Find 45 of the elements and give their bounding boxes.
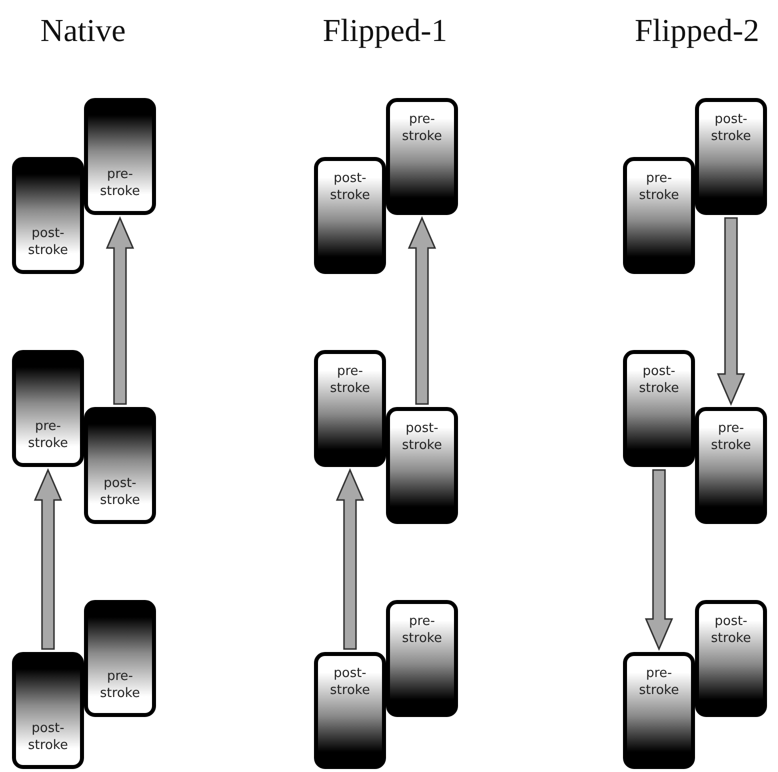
gradient-box (695, 407, 767, 524)
block-arrow (336, 468, 364, 650)
box-label: pre- stroke (329, 364, 371, 398)
gradient-box (386, 600, 458, 717)
box-label: pre- stroke (401, 112, 443, 146)
box-label: post- stroke (638, 364, 680, 398)
gradient-box (695, 98, 767, 215)
gradient-box (623, 652, 695, 769)
column-title: Native (39, 12, 127, 49)
box-label: post- stroke (401, 421, 443, 455)
box-label: pre- stroke (99, 167, 141, 201)
gradient-box (12, 350, 84, 467)
box-label: pre- stroke (638, 171, 680, 205)
box-label: post- stroke (99, 476, 141, 510)
block-arrow (106, 216, 134, 405)
gradient-box (695, 600, 767, 717)
gradient-box (623, 157, 695, 274)
gradient-box (386, 407, 458, 524)
box-label: post- stroke (329, 666, 371, 700)
block-arrow (716, 217, 746, 406)
gradient-box (314, 350, 386, 467)
block-arrow (408, 216, 436, 405)
box-label: pre- stroke (99, 669, 141, 703)
box-label: post- stroke (27, 226, 69, 260)
gradient-box (84, 600, 156, 717)
box-label: pre- stroke (27, 419, 69, 453)
gradient-box (314, 157, 386, 274)
box-label: pre- stroke (638, 666, 680, 700)
box-label: post- stroke (27, 721, 69, 755)
box-label: post- stroke (710, 614, 752, 648)
column-title: Flipped-2 (634, 12, 760, 49)
gradient-box (84, 98, 156, 215)
column-title: Flipped-1 (322, 12, 448, 49)
box-label: pre- stroke (401, 614, 443, 648)
box-label: post- stroke (710, 112, 752, 146)
gradient-box (314, 652, 386, 769)
gradient-box (12, 157, 84, 274)
box-label: post- stroke (329, 171, 371, 205)
block-arrow (34, 468, 62, 650)
gradient-box (84, 407, 156, 524)
gradient-box (386, 98, 458, 215)
gradient-box (12, 652, 84, 769)
box-label: pre- stroke (710, 421, 752, 455)
block-arrow (644, 469, 674, 651)
gradient-box (623, 350, 695, 467)
